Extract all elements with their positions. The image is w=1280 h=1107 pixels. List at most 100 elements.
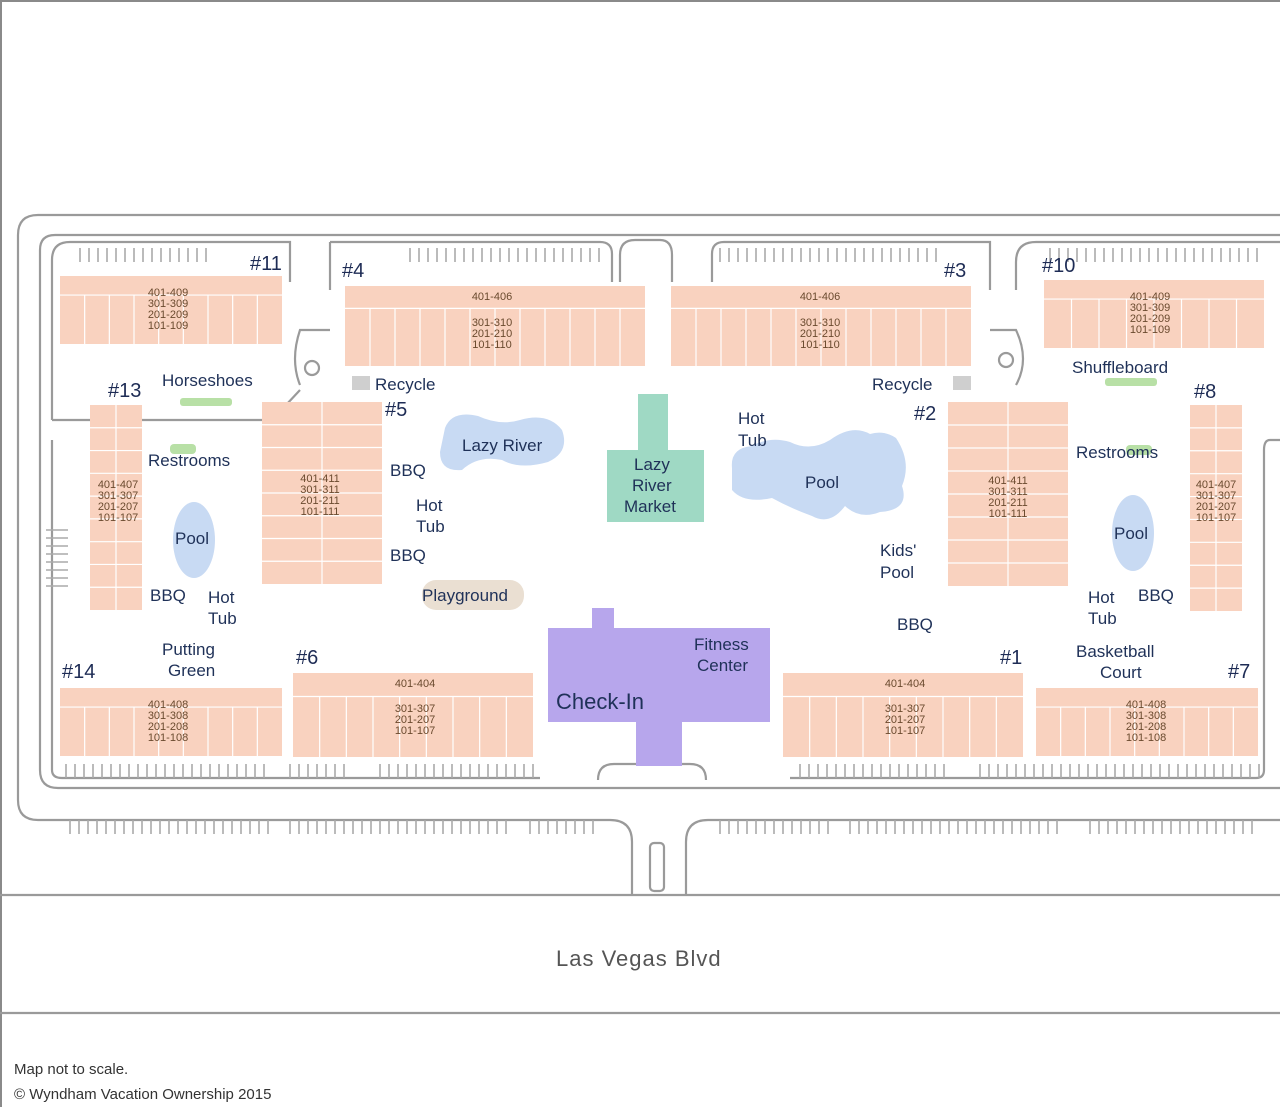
copyright-notice: © Wyndham Vacation Ownership 2015 (14, 1086, 272, 1103)
building-1-footprint (783, 673, 1023, 757)
building-3-units-100s: 101-110 (800, 339, 840, 351)
shuffleboard-label: Shuffleboard (1072, 358, 1168, 377)
building-14-units-400s: 401-408 (148, 699, 188, 711)
building-13-units-200s: 201-207 (98, 501, 138, 513)
building-1-units-300s: 301-307 (885, 703, 925, 715)
check-in-label: Check-In (556, 689, 644, 714)
building-1-units-200s: 201-207 (885, 714, 925, 726)
lazy-river-shape (440, 414, 565, 471)
building-7-units-100s: 101-108 (1126, 732, 1166, 744)
lawns (170, 378, 1157, 455)
restrooms-left-label: Restrooms (148, 451, 230, 470)
building-number-5: #5 (385, 399, 407, 421)
lazy-river-market-shape (607, 394, 704, 522)
hot-tub-center-label-2: Tub (738, 431, 767, 450)
recycle-bin-right (953, 376, 971, 390)
hot-tub-far-left-label-1: Hot (208, 588, 235, 607)
building-number-3: #3 (944, 260, 966, 282)
building-number-8: #8 (1194, 381, 1216, 403)
building-3-units-200s: 201-210 (800, 328, 840, 340)
building-number-14: #14 (62, 661, 95, 683)
building-8-units-300s: 301-307 (1196, 490, 1236, 502)
building-1-units-400s: 401-404 (885, 678, 925, 690)
lazy-river-market-label-2: River (632, 476, 672, 495)
building-2-units-300s: 301-311 (988, 486, 1028, 498)
building-3-units-400s: 401-406 (800, 291, 840, 303)
building-5-units-400s: 401-411 (300, 473, 340, 485)
building-6-units-300s: 301-307 (395, 703, 435, 715)
building-11-units-100s: 101-109 (148, 320, 188, 332)
building-14-footprint (60, 688, 282, 756)
pool-right-label: Pool (1114, 524, 1148, 543)
kids-pool-label-1: Kids' (880, 541, 916, 560)
building-6-units-200s: 201-207 (395, 714, 435, 726)
building-5-units-200s: 201-211 (300, 495, 340, 507)
building-2-units-100s: 101-111 (989, 508, 1028, 520)
building-11-footprint (60, 276, 282, 344)
building-10-units-200s: 201-209 (1130, 313, 1170, 325)
building-13-units-400s: 401-407 (98, 479, 138, 491)
building-3-units-300s: 301-310 (800, 317, 840, 329)
building-11-units-200s: 201-209 (148, 309, 188, 321)
building-14-units-100s: 101-108 (148, 732, 188, 744)
bbq-label-left: BBQ (150, 586, 186, 605)
recycle-right-label: Recycle (872, 375, 932, 394)
check-in-building (548, 608, 770, 766)
pool-left-label: Pool (175, 529, 209, 548)
building-4-units-200s: 201-210 (472, 328, 512, 340)
bbq-label-right: BBQ (1138, 586, 1174, 605)
water-features (173, 414, 1154, 578)
building-6-units-100s: 101-107 (395, 725, 435, 737)
hot-tub-left-label-1: Hot (416, 496, 443, 515)
building-number-11: #11 (250, 253, 282, 275)
building-8-units-200s: 201-207 (1196, 501, 1236, 513)
building-7-units-400s: 401-408 (1126, 699, 1166, 711)
building-number-2: #2 (914, 403, 936, 425)
playground-label: Playground (422, 586, 508, 605)
basketball-court-label-1: Basketball (1076, 642, 1154, 661)
hot-tub-far-left-label-2: Tub (208, 609, 237, 628)
restrooms-left-marker (170, 444, 196, 454)
horseshoes-label: Horseshoes (162, 371, 253, 390)
building-11-units-300s: 301-309 (148, 298, 188, 310)
building-6-units-400s: 401-404 (395, 678, 435, 690)
bbq-label-b5-bottom: BBQ (390, 546, 426, 565)
building-7-footprint (1036, 688, 1258, 756)
hot-tub-left-label-2: Tub (416, 517, 445, 536)
road-outline (0, 213, 1280, 1015)
building-14-units-200s: 201-208 (148, 721, 188, 733)
building-8-units-400s: 401-407 (1196, 479, 1236, 491)
building-5-units-300s: 301-311 (300, 484, 340, 496)
bbq-label-b5-top: BBQ (390, 461, 426, 480)
putting-green-label-2: Green (168, 661, 215, 680)
building-number-1: #1 (1000, 647, 1022, 669)
building-number-4: #4 (342, 260, 364, 282)
building-14-units-300s: 301-308 (148, 710, 188, 722)
restrooms-right-marker (1126, 445, 1152, 455)
building-numbers: #11 #4 #3 #10 #13 #5 #2 #8 #14 #6 #1 #7 (62, 253, 1250, 683)
playground-area (422, 580, 524, 610)
building-number-7: #7 (1228, 661, 1250, 683)
building-7-units-300s: 301-308 (1126, 710, 1166, 722)
amenity-labels: Horseshoes Recycle Recycle Shuffleboard … (148, 358, 1174, 714)
lazy-river-label: Lazy River (462, 436, 543, 455)
building-number-10: #10 (1042, 255, 1075, 277)
building-number-6: #6 (296, 647, 318, 669)
building-2-units-200s: 201-211 (988, 497, 1028, 509)
building-4-units-400s: 401-406 (472, 291, 512, 303)
building-4-units-100s: 101-110 (472, 339, 512, 351)
pool-right-shape (1112, 495, 1154, 571)
kids-pool-label-2: Pool (880, 563, 914, 582)
building-13-units-100s: 101-107 (98, 512, 138, 524)
scale-note: Map not to scale. (14, 1061, 129, 1078)
